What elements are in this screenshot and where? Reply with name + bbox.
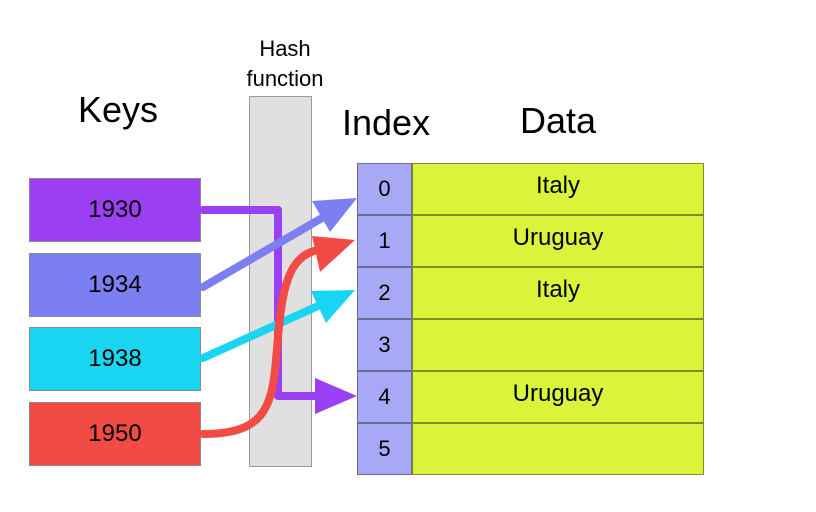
arrowhead-1934 — [312, 198, 357, 232]
arrowhead-1930 — [315, 378, 357, 414]
arrow-1930-to-4 — [199, 206, 322, 400]
arrowhead-1938 — [311, 290, 355, 323]
data-cell-5 — [412, 423, 704, 475]
data-cell-4: Uruguay — [412, 371, 704, 423]
key-box-1934: 1934 — [29, 253, 201, 317]
arrow-1950-to-1 — [199, 247, 318, 438]
index-heading: Index — [342, 102, 431, 143]
index-cell-1: 1 — [357, 215, 412, 267]
index-cell-4: 4 — [357, 371, 412, 423]
arrow-1938-to-2 — [199, 302, 322, 362]
index-cell-0: 0 — [357, 163, 412, 215]
data-cell-1: Uruguay — [412, 215, 704, 267]
index-cell-2: 2 — [357, 267, 412, 319]
arrow-1934-to-0 — [199, 214, 326, 291]
index-cell-5: 5 — [357, 423, 412, 475]
index-cell-3: 3 — [357, 319, 412, 371]
data-cell-0: Italy — [412, 163, 704, 215]
key-box-1938: 1938 — [29, 327, 201, 391]
data-cell-3 — [412, 319, 704, 371]
data-cell-2: Italy — [412, 267, 704, 319]
arrowhead-1950 — [312, 236, 355, 272]
keys-heading: Keys — [78, 89, 159, 130]
hash-function-label: Hash function — [246, 36, 324, 91]
data-heading: Data — [520, 100, 597, 141]
